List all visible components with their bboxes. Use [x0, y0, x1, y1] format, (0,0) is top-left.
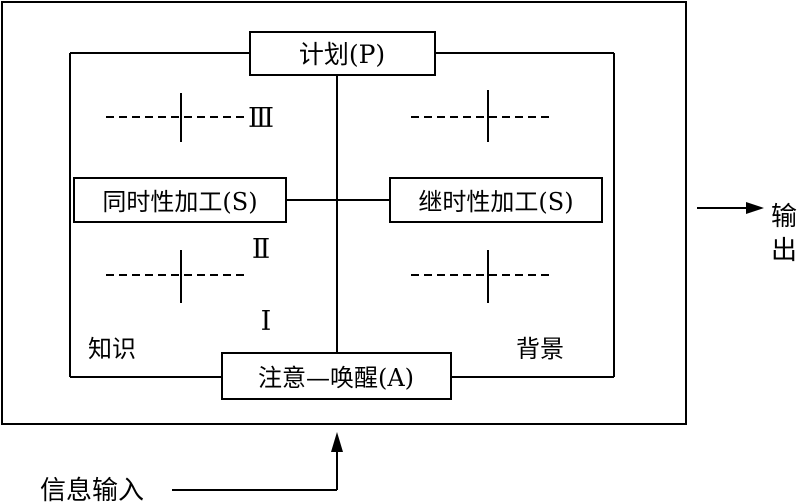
planning-node: 计划(P)	[249, 31, 436, 76]
dashed-cross-top-left	[106, 93, 246, 142]
unit-3-label: Ⅲ	[248, 103, 274, 134]
simultaneous-label: 同时性加工(S)	[102, 188, 257, 216]
dashed-cross-bottom-right	[411, 250, 551, 303]
dashed-cross-bottom-left	[106, 250, 246, 303]
successive-node: 继时性加工(S)	[389, 177, 603, 223]
background-label: 背景	[516, 335, 564, 363]
output-arrow	[697, 202, 764, 214]
output-label-char-2: 出	[771, 236, 797, 266]
attention-label: 注意—唤醒(A)	[258, 364, 414, 392]
unit-1-label: Ⅰ	[261, 306, 272, 337]
successive-label: 继时性加工(S)	[418, 188, 573, 216]
knowledge-label: 知识	[88, 335, 136, 363]
inner-frame	[69, 52, 615, 378]
unit-2-label: Ⅱ	[252, 234, 270, 265]
output-label: 输 出	[771, 202, 802, 266]
output-label-char-1: 输	[771, 202, 797, 232]
simultaneous-node: 同时性加工(S)	[73, 177, 287, 223]
dashed-crosses	[106, 90, 551, 303]
input-label: 信息输入	[40, 476, 144, 503]
attention-node: 注意—唤醒(A)	[221, 352, 452, 400]
input-arrow	[172, 432, 343, 491]
planning-label: 计划(P)	[299, 40, 385, 69]
outer-frame	[1, 1, 687, 425]
dashed-cross-top-right	[411, 90, 551, 142]
